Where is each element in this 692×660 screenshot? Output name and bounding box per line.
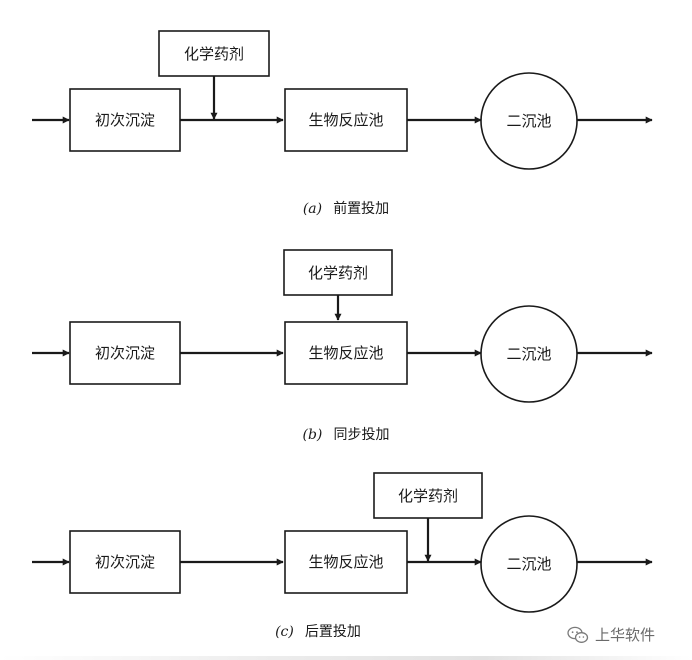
chemical-label-b: 化学药剂 — [308, 264, 368, 282]
watermark-text: 上华软件 — [595, 626, 656, 644]
bioreactor-box-c — [284, 530, 408, 594]
chemical-box-b — [283, 249, 393, 296]
panel-c: 初次沉淀 生物反应池 化学药剂 二沉池 (c) 后置投加 — [32, 472, 653, 640]
bioreactor-label-c: 生物反应池 — [308, 553, 383, 571]
bioreactor-box-a — [284, 88, 408, 152]
primary-label-a: 初次沉淀 — [95, 111, 155, 129]
chemical-box-a — [158, 30, 270, 77]
primary-label-c: 初次沉淀 — [95, 553, 155, 571]
caption-a: (a) 前置投加 — [303, 198, 389, 217]
bioreactor-label-a: 生物反应池 — [308, 111, 383, 129]
primary-label-b: 初次沉淀 — [95, 344, 155, 362]
chemical-label-c: 化学药剂 — [398, 487, 458, 505]
caption-b: (b) 同步投加 — [303, 424, 390, 443]
watermark: 上华软件 — [567, 624, 655, 645]
secondary-label-b: 二沉池 — [506, 345, 551, 363]
panel-a: 初次沉淀 化学药剂 生物反应池 二沉池 (a) 前置投加 — [32, 30, 653, 217]
secondary-circle-c — [480, 515, 578, 613]
caption-b-letter: (b) — [303, 427, 323, 443]
bioreactor-label-b: 生物反应池 — [308, 344, 383, 362]
caption-c-text: 后置投加 — [305, 624, 361, 640]
bottom-strip — [0, 656, 692, 660]
caption-c: (c) 后置投加 — [275, 621, 361, 640]
bioreactor-box-b — [284, 321, 408, 385]
caption-b-text: 同步投加 — [333, 427, 389, 443]
caption-a-text: 前置投加 — [333, 200, 389, 217]
primary-box-b — [69, 321, 181, 385]
caption-c-letter: (c) — [275, 624, 294, 640]
caption-a-letter: (a) — [303, 201, 322, 217]
secondary-label-a: 二沉池 — [506, 112, 551, 130]
chemical-box-c — [373, 472, 483, 519]
panel-b: 初次沉淀 化学药剂 生物反应池 二沉池 (b) 同步投加 — [32, 249, 653, 443]
wechat-icon — [567, 626, 589, 643]
secondary-label-c: 二沉池 — [506, 555, 551, 573]
primary-box-c — [69, 530, 181, 594]
chemical-label-a: 化学药剂 — [184, 45, 244, 63]
